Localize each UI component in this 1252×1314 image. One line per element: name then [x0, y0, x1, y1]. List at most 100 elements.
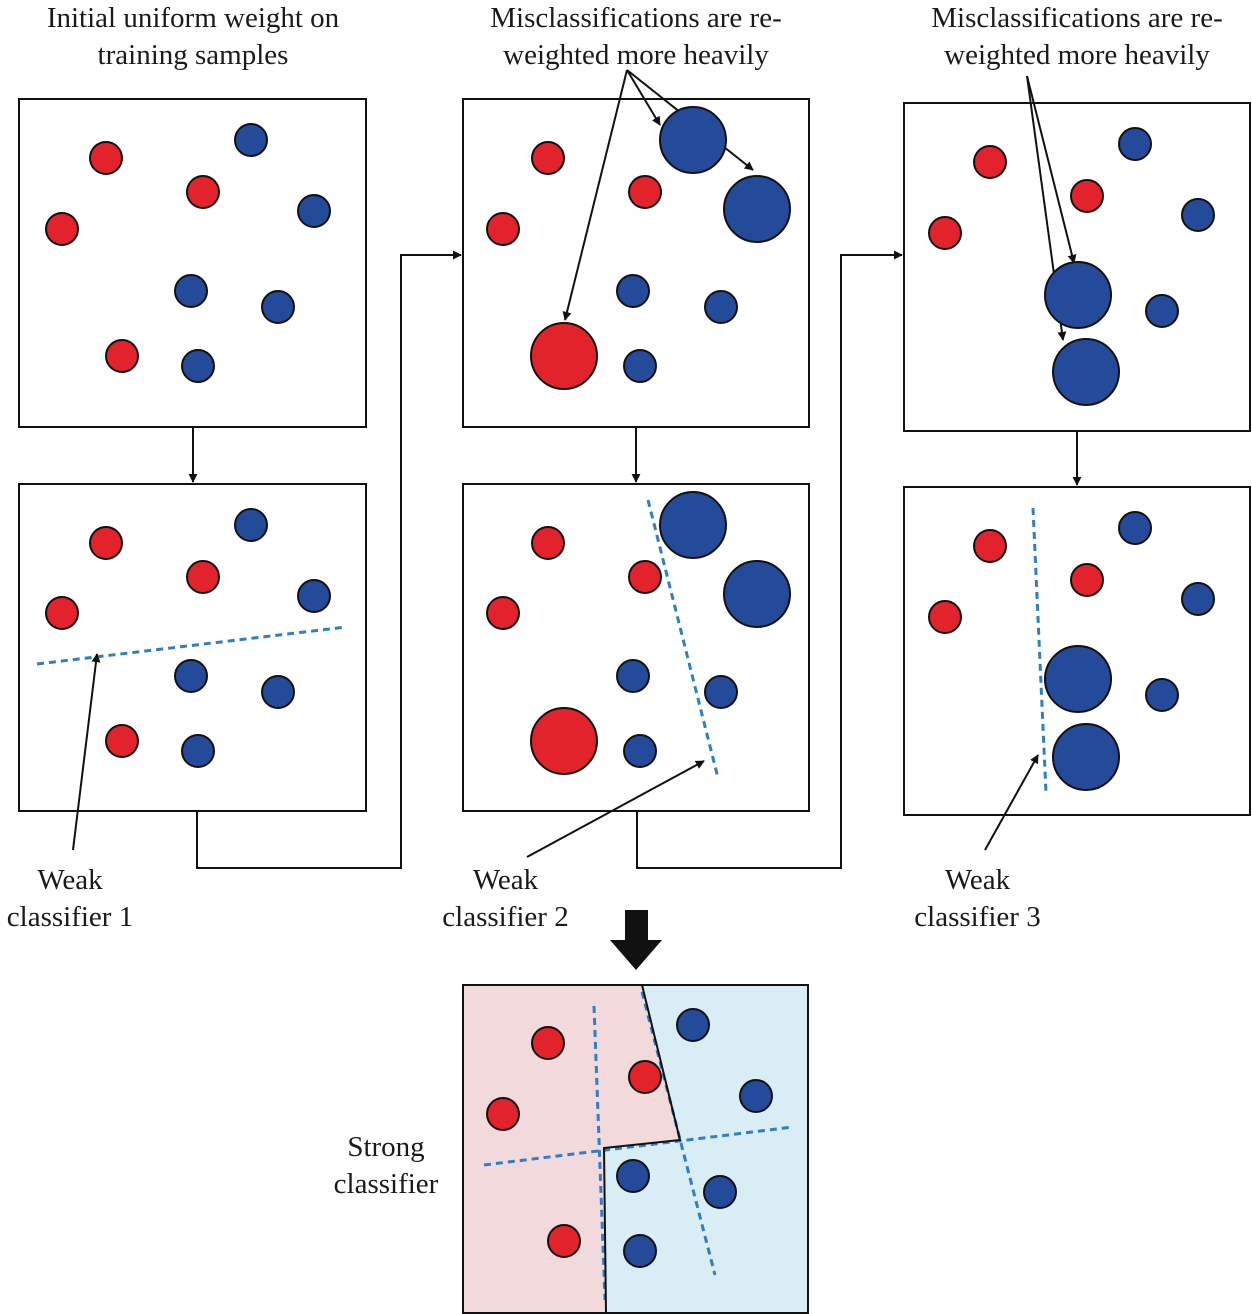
- blue-point: [739, 1079, 773, 1113]
- blue-point: [174, 274, 208, 308]
- title-reweight-2: Misclassifications are re- weighted more…: [463, 0, 809, 74]
- blue-point: [623, 734, 657, 768]
- red-point: [105, 339, 139, 373]
- red-point: [186, 560, 220, 594]
- blue-point: [297, 579, 331, 613]
- title-reweight-2-line-1: Misclassifications are re-: [490, 2, 782, 34]
- weak-3-line-1: Weak: [944, 864, 1011, 896]
- blue-point-weighted: [659, 491, 727, 559]
- arrow-to-big-blue-1: [626, 69, 661, 126]
- red-point: [1070, 179, 1104, 213]
- blue-point: [616, 659, 650, 693]
- red-point: [628, 1060, 662, 1094]
- red-point: [89, 141, 123, 175]
- strong-boundary-vertical: [592, 1005, 607, 1301]
- blue-point-weighted: [1052, 723, 1120, 791]
- arrow-weak-3: [984, 754, 1039, 851]
- weak-2-line-2: classifier 2: [442, 901, 569, 933]
- boundary-weak-3: [1031, 507, 1048, 794]
- red-point: [486, 212, 520, 246]
- panel-frames: [18, 98, 1251, 1314]
- title-reweight-3-line-1: Misclassifications are re-: [931, 2, 1223, 34]
- connector-2-to-3: [636, 250, 903, 869]
- red-point: [531, 141, 565, 175]
- blue-point: [174, 659, 208, 693]
- title-reweight-2-line-2: weighted more heavily: [503, 39, 769, 71]
- arrow-weak-2: [526, 760, 705, 858]
- blue-point: [1118, 127, 1152, 161]
- red-point-weighted: [530, 322, 598, 390]
- strong-final-boundary: [602, 984, 682, 1314]
- sample-points: [45, 106, 1215, 1268]
- blue-point: [704, 675, 738, 709]
- strong-classifier-regions: [463, 985, 808, 1313]
- red-point: [973, 145, 1007, 179]
- arrow-to-big-red: [562, 69, 628, 321]
- red-point: [186, 175, 220, 209]
- red-point: [45, 596, 79, 630]
- red-point: [486, 1097, 520, 1131]
- title-reweight-3: Misclassifications are re- weighted more…: [904, 0, 1250, 74]
- red-point-weighted: [530, 707, 598, 775]
- blue-point: [181, 734, 215, 768]
- red-point: [628, 175, 662, 209]
- blue-point: [234, 123, 268, 157]
- red-point: [531, 526, 565, 560]
- blue-point: [1181, 198, 1215, 232]
- title-initial-weights: Initial uniform weight on training sampl…: [20, 0, 366, 74]
- red-point: [928, 600, 962, 634]
- title-reweight-3-line-2: weighted more heavily: [944, 39, 1210, 71]
- title-initial-line-2: training samples: [97, 39, 289, 71]
- panel-weak-classifier-1: [18, 483, 367, 812]
- red-point: [89, 526, 123, 560]
- blue-point-weighted: [1044, 261, 1112, 329]
- blue-point-weighted: [1044, 645, 1112, 713]
- red-point: [928, 216, 962, 250]
- blue-point-weighted: [723, 175, 791, 243]
- red-point: [1070, 563, 1104, 597]
- red-region: [463, 985, 680, 1313]
- panel-weak-classifier-3: [903, 486, 1251, 816]
- blue-point: [623, 349, 657, 383]
- blue-point-weighted: [659, 106, 727, 174]
- strong-line-1: Strong: [347, 1131, 425, 1163]
- label-strong-classifier: Strong classifier: [320, 1129, 452, 1203]
- blue-point: [261, 290, 295, 324]
- blue-point: [1145, 294, 1179, 328]
- blue-point: [1181, 582, 1215, 616]
- panel-strong-classifier: [462, 984, 809, 1314]
- weak-3-line-2: classifier 3: [914, 901, 1041, 933]
- red-point: [486, 596, 520, 630]
- blue-point: [616, 274, 650, 308]
- arrow-to-big-blue-3a: [1026, 75, 1077, 264]
- blue-point: [1145, 678, 1179, 712]
- arrow-weak-1: [72, 653, 101, 851]
- blue-point: [703, 1175, 737, 1209]
- red-point: [45, 212, 79, 246]
- title-initial-line-1: Initial uniform weight on: [46, 2, 340, 34]
- strong-boundary-horizontal: [483, 1125, 794, 1167]
- blue-point-weighted: [723, 560, 791, 628]
- blue-point: [234, 508, 268, 542]
- blue-point-weighted: [1052, 338, 1120, 406]
- blue-point: [704, 290, 738, 324]
- weak-2-line-1: Weak: [472, 864, 539, 896]
- strong-line-2: classifier: [333, 1168, 439, 1200]
- connectors: [188, 250, 1082, 869]
- blue-region: [604, 985, 808, 1313]
- blue-point: [616, 1159, 650, 1193]
- weak-1-line-1: Weak: [37, 864, 103, 896]
- red-point: [531, 1026, 565, 1060]
- blue-point: [676, 1008, 710, 1042]
- label-weak-classifier-3: Weak classifier 3: [905, 862, 1050, 936]
- red-point: [628, 560, 662, 594]
- red-point: [105, 724, 139, 758]
- red-point: [973, 529, 1007, 563]
- blue-point: [181, 349, 215, 383]
- boundary-weak-1: [36, 625, 347, 666]
- blue-point: [261, 675, 295, 709]
- blue-point: [297, 194, 331, 228]
- weak-1-line-2: classifier 1: [6, 901, 134, 933]
- label-weak-classifier-1: Weak classifier 1: [0, 862, 140, 936]
